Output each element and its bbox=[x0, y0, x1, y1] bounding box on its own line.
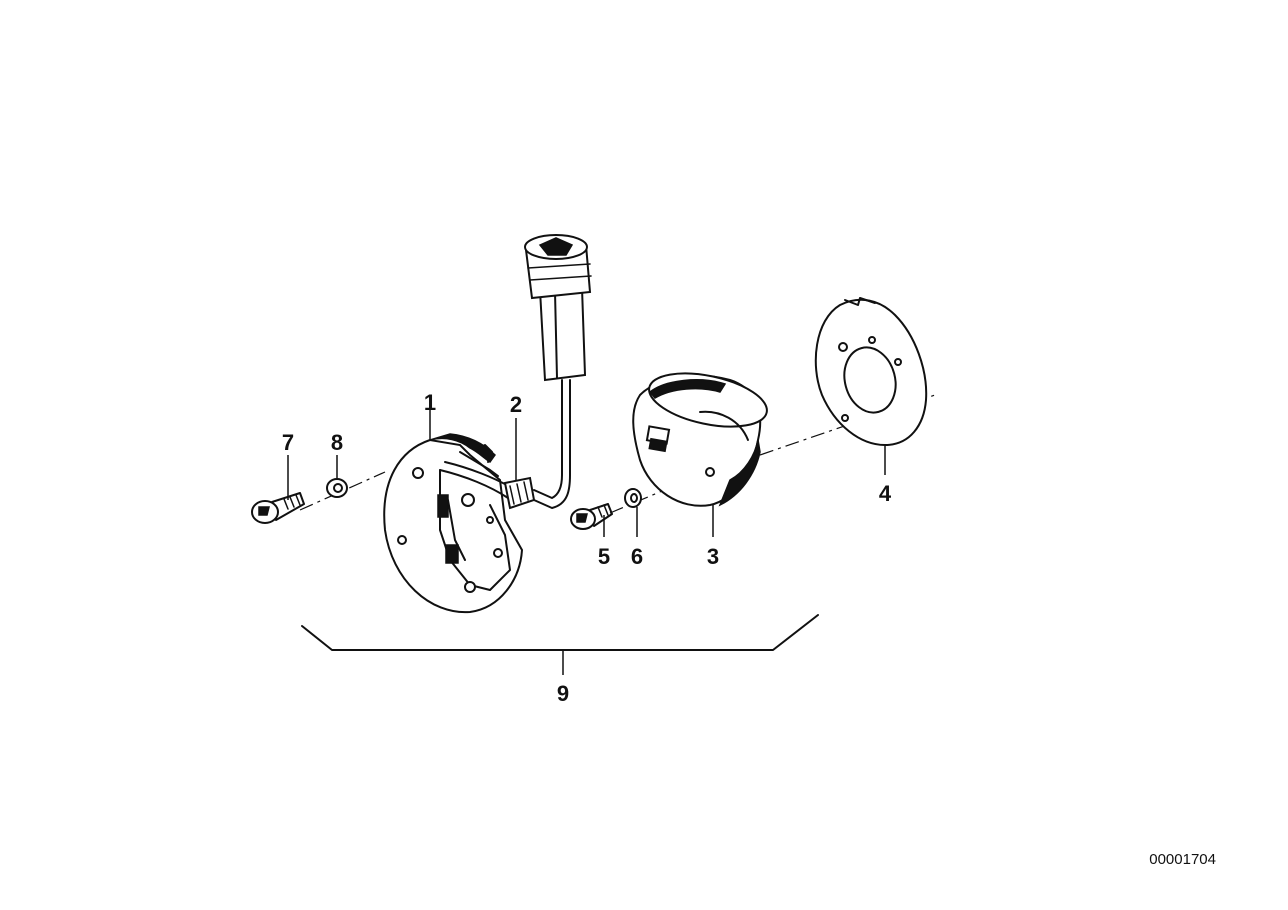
part-4-cover-disc bbox=[814, 297, 928, 447]
diagram-reference-number: 00001704 bbox=[1149, 851, 1216, 868]
part-2-sensor-cable bbox=[439, 234, 592, 510]
callout-8: 8 bbox=[331, 430, 343, 455]
part-5-screw bbox=[570, 503, 613, 530]
callout-1: 1 bbox=[424, 390, 436, 415]
leader-lines bbox=[287, 410, 886, 675]
part-8-washer bbox=[326, 478, 348, 498]
callout-7: 7 bbox=[282, 430, 294, 455]
part-7-bolt bbox=[251, 492, 305, 524]
callout-6: 6 bbox=[631, 544, 643, 569]
callout-5: 5 bbox=[598, 544, 610, 569]
part-6-washer bbox=[624, 488, 642, 508]
callout-3: 3 bbox=[707, 544, 719, 569]
part-1-base-plate bbox=[383, 433, 524, 614]
part-3-housing bbox=[632, 372, 768, 507]
callout-4: 4 bbox=[879, 481, 892, 506]
callout-9: 9 bbox=[557, 681, 569, 706]
assembly-bracket bbox=[301, 614, 819, 651]
callout-labels: 1 2 3 4 5 6 7 8 9 bbox=[282, 390, 892, 706]
callout-2: 2 bbox=[510, 392, 522, 417]
